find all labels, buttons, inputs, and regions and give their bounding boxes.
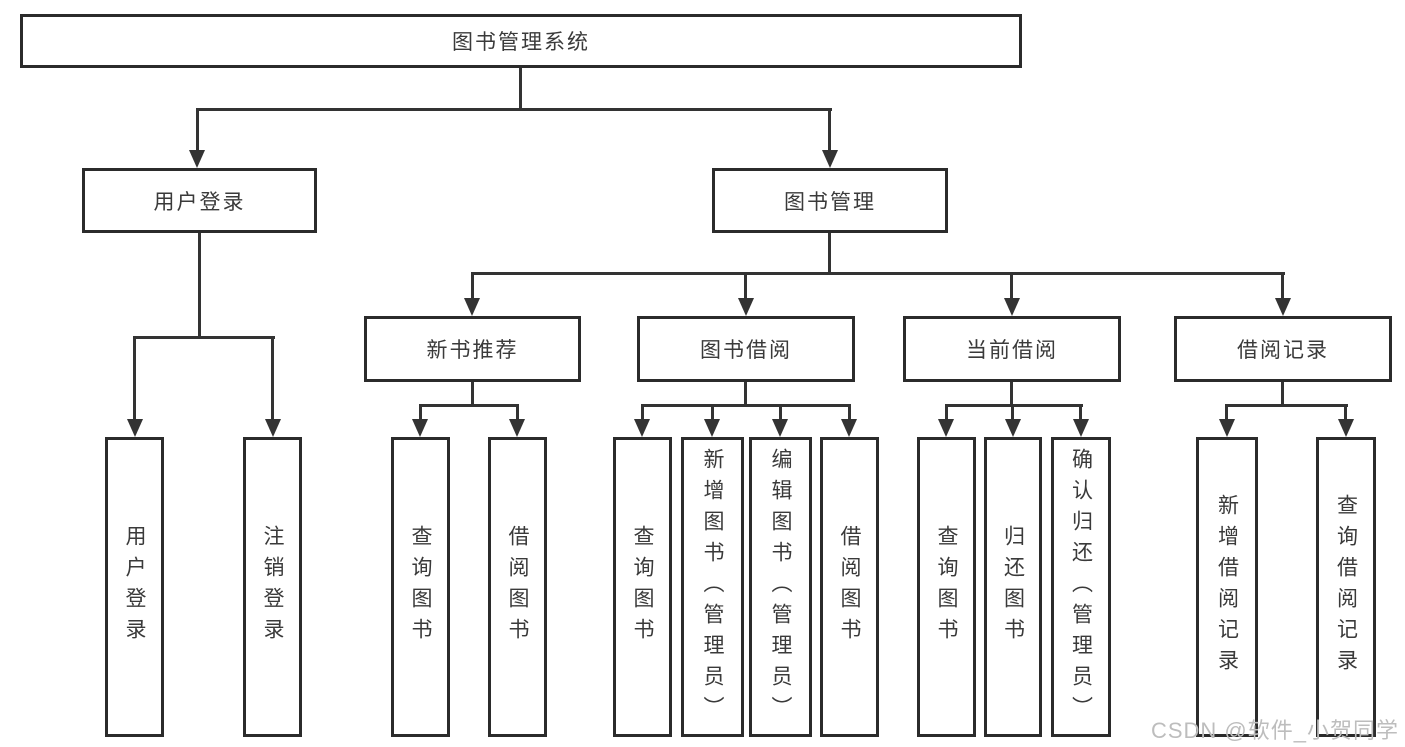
connector-shaft	[133, 337, 136, 419]
arrow-head	[938, 419, 954, 437]
connector-shaft	[1011, 406, 1014, 421]
node-new-book-recommend-label: 新书推荐	[426, 339, 519, 362]
connector-hline	[945, 404, 1083, 407]
leaf-borrow-books-borrowing: 借阅图书	[820, 437, 879, 737]
connector-shaft	[1010, 274, 1013, 300]
arrow-head	[634, 419, 650, 437]
leaf-borrow-books-borrowing-label: 借阅图书	[838, 525, 861, 649]
arrow-head	[509, 419, 525, 437]
arrow-head	[1073, 419, 1089, 437]
connector-root-hline	[196, 108, 832, 111]
arrow-head	[738, 298, 754, 316]
arrow-head	[1338, 419, 1354, 437]
arrow-head	[1004, 298, 1020, 316]
node-book-management-label: 图书管理	[784, 190, 876, 214]
leaf-add-borrow-record: 新增借阅记录	[1196, 437, 1258, 737]
connector-shaft	[945, 406, 948, 421]
node-root: 图书管理系统	[20, 14, 1022, 68]
leaf-query-borrow-record-label: 查询借阅记录	[1334, 494, 1358, 680]
connector-shaft	[711, 406, 714, 421]
csdn-watermark: CSDN @软件_小贺同学	[1150, 718, 1399, 743]
leaf-add-book-admin: 新增图书（管理员）	[681, 437, 744, 737]
arrow-head	[1219, 419, 1235, 437]
node-book-borrowing-label: 图书借阅	[700, 339, 792, 362]
connector-book-mgmt-trunk	[828, 233, 831, 274]
node-book-borrowing: 图书借阅	[637, 316, 855, 382]
connector-shaft	[1281, 274, 1284, 300]
node-book-management: 图书管理	[712, 168, 948, 233]
leaf-query-books-recommend: 查询图书	[391, 437, 450, 737]
node-current-borrowing-label: 当前借阅	[966, 339, 1058, 362]
arrow-head	[772, 419, 788, 437]
connector-shaft	[516, 406, 519, 421]
connector-user-login-trunk	[198, 233, 201, 337]
connector-trunk	[1010, 382, 1013, 406]
connector-shaft	[1225, 406, 1228, 421]
connector-shaft	[779, 406, 782, 421]
connector-shaft	[828, 110, 831, 152]
node-user-login: 用户登录	[82, 168, 317, 233]
leaf-logout-label: 注销登录	[261, 525, 284, 649]
leaf-query-books-recommend-label: 查询图书	[409, 525, 432, 649]
connector-shaft	[419, 406, 422, 421]
connector-shaft	[744, 274, 747, 300]
leaf-query-books-borrowing: 查询图书	[613, 437, 672, 737]
leaf-confirm-return-admin-label: 确认归还（管理员）	[1069, 447, 1093, 727]
leaf-query-borrow-record: 查询借阅记录	[1316, 437, 1376, 737]
connector-book-mgmt-hline	[471, 272, 1285, 275]
leaf-return-book-label: 归还图书	[1001, 525, 1025, 649]
arrow-head	[1275, 298, 1291, 316]
connector-shaft	[848, 406, 851, 421]
leaf-query-books-current-label: 查询图书	[935, 525, 958, 649]
arrow-head	[822, 150, 838, 168]
leaf-confirm-return-admin: 确认归还（管理员）	[1051, 437, 1111, 737]
leaf-query-books-current: 查询图书	[917, 437, 976, 737]
leaf-borrow-books-recommend: 借阅图书	[488, 437, 547, 737]
node-current-borrowing: 当前借阅	[903, 316, 1121, 382]
connector-shaft	[1079, 406, 1082, 421]
arrow-head	[464, 298, 480, 316]
leaf-user-login: 用户登录	[105, 437, 164, 737]
connector-hline	[419, 404, 519, 407]
connector-shaft	[471, 274, 474, 300]
connector-root-trunk	[519, 68, 522, 110]
leaf-edit-book-admin-label: 编辑图书（管理员）	[769, 447, 792, 727]
connector-shaft	[641, 406, 644, 421]
leaf-borrow-books-recommend-label: 借阅图书	[506, 525, 529, 649]
connector-hline	[1225, 404, 1348, 407]
arrow-head	[265, 419, 281, 437]
connector-shaft	[196, 110, 199, 152]
arrow-head	[841, 419, 857, 437]
connector-trunk	[744, 382, 747, 406]
node-user-login-label: 用户登录	[153, 190, 246, 214]
arrow-head	[1005, 419, 1021, 437]
leaf-return-book: 归还图书	[984, 437, 1042, 737]
leaf-user-login-label: 用户登录	[123, 525, 146, 649]
node-new-book-recommend: 新书推荐	[364, 316, 581, 382]
connector-shaft	[1344, 406, 1347, 421]
connector-user-login-hline	[133, 336, 275, 339]
connector-shaft	[271, 337, 274, 419]
node-root-label: 图书管理系统	[452, 31, 590, 54]
connector-trunk	[471, 382, 474, 406]
node-borrowing-records-label: 借阅记录	[1237, 339, 1329, 362]
leaf-add-book-admin-label: 新增图书（管理员）	[701, 447, 724, 727]
node-borrowing-records: 借阅记录	[1174, 316, 1392, 382]
leaf-edit-book-admin: 编辑图书（管理员）	[749, 437, 812, 737]
leaf-query-books-borrowing-label: 查询图书	[631, 525, 654, 649]
leaf-logout: 注销登录	[243, 437, 302, 737]
connector-hline	[641, 404, 851, 407]
arrow-head	[412, 419, 428, 437]
arrow-head	[189, 150, 205, 168]
arrow-head	[127, 419, 143, 437]
connector-trunk	[1281, 382, 1284, 406]
leaf-add-borrow-record-label: 新增借阅记录	[1215, 494, 1239, 680]
arrow-head	[704, 419, 720, 437]
